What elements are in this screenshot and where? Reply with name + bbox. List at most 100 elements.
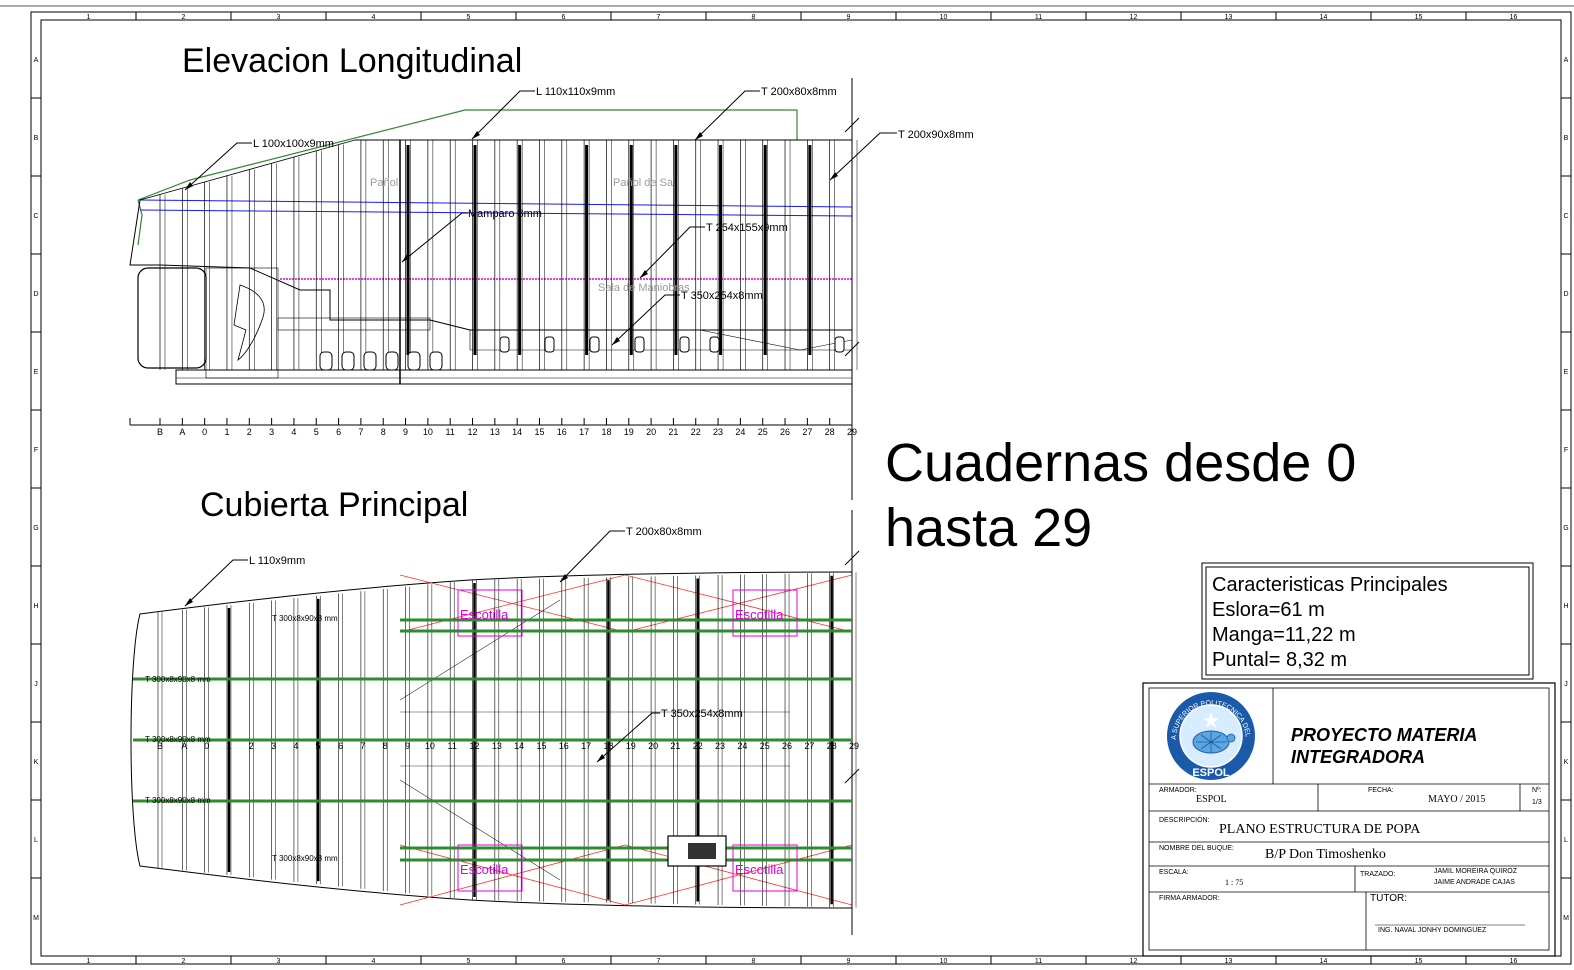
grid-row-left: D [33,291,38,298]
deck-title: Cubierta Principal [200,486,468,524]
buque-label: NOMBRE DEL BUQUE: [1159,845,1234,852]
grid-col-bottom: 10 [940,958,948,965]
grid-row-left: H [33,603,38,610]
tutor-value: ING. NAVAL JONHY DOMINGUEZ [1378,927,1487,934]
grid-col-bottom: 15 [1415,958,1423,965]
hatch-1: Escotilla [460,607,509,622]
elevation-frame-label: 22 [691,427,701,437]
deck-long-4: T 300x8x90x8 mm [145,796,211,805]
deck-long-3: T 300x8x90x8 mm [145,735,211,744]
deck-frame-label: 1 [226,741,231,751]
project-line2: INTEGRADORA [1291,747,1425,767]
grid-col-top: 3 [277,14,281,21]
grid-row-left: C [33,213,38,220]
fecha-value: MAYO / 2015 [1428,794,1485,805]
grid-col-bottom: 1 [87,958,91,965]
grid-col-bottom: 6 [562,958,566,965]
deck-frame-label: 15 [536,741,546,751]
deck-frame-label: 14 [514,741,524,751]
char-puntal: Puntal= 8,32 m [1212,649,1347,671]
elevation-frame-label: 11 [446,427,455,437]
elevation-frame-label: 9 [403,427,408,437]
lightening-hole [589,336,600,353]
elevation-frame-label: B [157,427,163,437]
deck-frame-label: 20 [648,741,658,751]
grid-row-left: E [34,369,39,376]
frames-note-line2: hasta 29 [885,498,1092,558]
callout-t350: T 350x254x8mm [681,290,763,302]
grid-col-top: 5 [467,14,471,21]
callout-t200-90: T 200x90x8mm [898,129,974,141]
grid-col-top: 8 [752,14,756,21]
elevation-frame-label: 6 [336,427,341,437]
elevation-frame-label: 21 [668,427,678,437]
deck-frame-label: 23 [715,741,725,751]
grid-row-right: C [1563,213,1568,220]
lightening-hole [834,336,845,353]
deck-frame-label: 17 [581,741,591,751]
deck-frame-label: A [181,741,187,751]
lightening-hole [544,336,555,353]
lightening-hole [679,336,690,353]
elevation-frame-label: 10 [423,427,433,437]
grid-row-right: L [1564,837,1568,844]
room-panol: Pañol [370,177,398,189]
deck-frame-label: 13 [492,741,502,751]
elevation-frame-label: 8 [381,427,386,437]
grid-row-right: H [1563,603,1568,610]
lightening-hole [634,336,645,353]
elevation-frame-label: 17 [579,427,589,437]
elevation-frame-label: 2 [247,427,252,437]
grid-row-left: L [34,837,38,844]
callout-l100: L 100x100x9mm [253,138,334,150]
hatch-3: Escotilla [460,862,509,877]
deck-frame-label: 26 [782,741,792,751]
lightening-hole [429,351,443,371]
deck-frame-label: 10 [425,741,435,751]
escala-value: 1 : 75 [1225,878,1243,887]
deck-long-5: T 300x8x90x8 mm [272,854,338,863]
elevation-frame-label: 1 [224,427,229,437]
grid-row-right: E [1564,369,1569,376]
grid-col-bottom: 11 [1035,958,1042,965]
elevation-frame-label: 20 [646,427,656,437]
fecha-label: FECHA: [1368,787,1394,794]
grid-col-top: 2 [182,14,186,21]
grid-row-right: D [1563,291,1568,298]
elevation-frame-label: 23 [713,427,723,437]
elevation-frame-label: 12 [468,427,478,437]
firma-label: FIRMA ARMADOR: [1159,895,1220,902]
deck-frame-label: 21 [670,741,680,751]
elevation-frame-label: 15 [534,427,544,437]
elevation-frame-label: 0 [202,427,207,437]
grid-col-bottom: 5 [467,958,471,965]
grid-row-left: B [34,135,39,142]
grid-col-top: 16 [1510,14,1518,21]
elevation-frame-label: 27 [802,427,812,437]
deck-frame-label: 9 [405,741,410,751]
callout-bulkhead: Mamparo 8mm [468,208,542,220]
grid-col-top: 7 [657,14,661,21]
grid-col-top: 1 [87,14,91,21]
grid-row-right: B [1564,135,1569,142]
elevation-frame-label: 16 [557,427,567,437]
elevation-frame-label: 25 [758,427,768,437]
deck-frame-label: 19 [626,741,636,751]
deck-long-2: T 300x8x90x8 mm [145,675,211,684]
grid-col-top: 4 [372,14,376,21]
elevation-frame-label: 7 [358,427,363,437]
deck-frame-label: 18 [603,741,613,751]
callout-t200-80-top: T 200x80x8mm [761,86,837,98]
deck-frame-label: 11 [448,741,457,751]
elevation-frame-label: 19 [624,427,634,437]
deck-callout-l110: L 110x9mm [249,555,305,567]
num-label: Nº: [1532,787,1542,794]
deck-frame-label: 28 [827,741,837,751]
grid-col-bottom: 13 [1225,958,1233,965]
grid-row-left: A [34,57,39,64]
lightening-hole [499,336,510,353]
grid-col-bottom: 9 [847,958,851,965]
grid-col-bottom: 4 [372,958,376,965]
deck-frame-label: 7 [360,741,365,751]
